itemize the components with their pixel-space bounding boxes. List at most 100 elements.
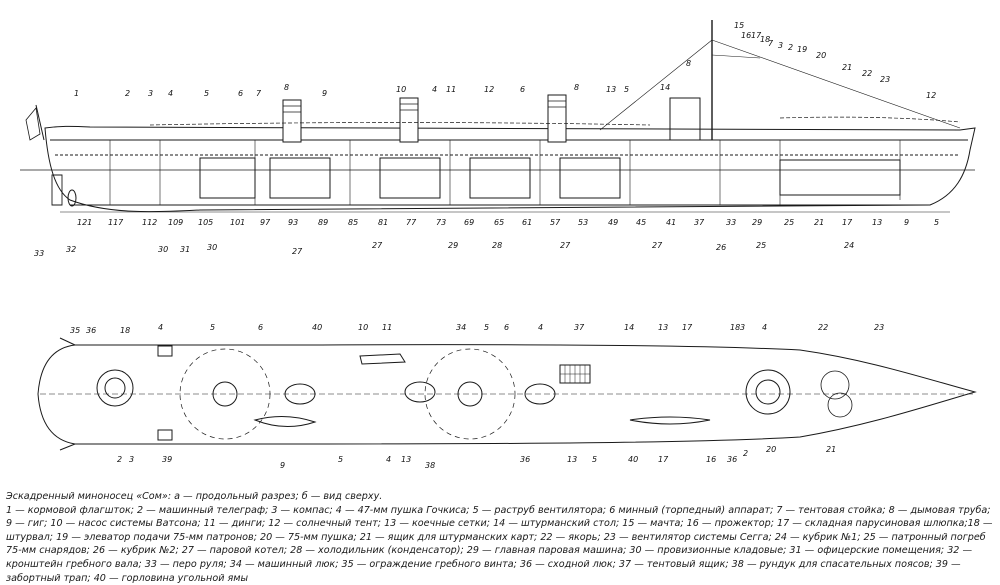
funnel-top-aft [284, 383, 316, 405]
longitudinal-section [20, 20, 976, 213]
plan-callout-label: 35 [70, 326, 80, 335]
plan-lower-label: 17 [658, 455, 669, 464]
ensign-staff [35, 104, 45, 141]
frame-number: 65 [494, 218, 504, 227]
profile-callout-label: 1 [74, 89, 79, 98]
plan-callout-label: 40 [312, 323, 322, 332]
plan-lower-label: 36 [727, 455, 737, 464]
dinghy [359, 353, 406, 365]
funnel-middle [399, 97, 419, 143]
funnel-top-middle [404, 381, 436, 403]
plan-callout-label: 34 [456, 323, 466, 332]
plan-callout-label: 6 [504, 323, 509, 332]
plan-callout-label: 4 [158, 323, 163, 332]
plan-callout-label: 37 [574, 323, 585, 332]
plan-lower-label: 38 [425, 461, 435, 470]
profile-callout-label: 8 [574, 83, 579, 92]
profile-lower-label: 27 [560, 241, 571, 250]
plan-lower-label: 2 [743, 449, 748, 458]
frame-number: 69 [464, 218, 474, 227]
plan-callout-label: 11 [382, 323, 392, 332]
frame-number: 101 [230, 218, 245, 227]
folding-boat [629, 416, 711, 425]
profile-lower-label: 31 [180, 245, 190, 254]
plan-callout-label: 36 [86, 326, 96, 335]
profile-callout-label: 21 [842, 63, 852, 72]
profile-lower-label: 26 [716, 243, 726, 252]
profile-callout-label: 17 [751, 31, 762, 40]
funnel-top-forward [524, 383, 556, 405]
profile-callout-label: 6 [520, 85, 525, 94]
plan-view [37, 337, 977, 451]
frame-number: 105 [198, 218, 213, 227]
frame-number: 61 [522, 218, 532, 227]
anchor-fan-1 [820, 370, 850, 400]
profile-callout-label: 10 [396, 85, 406, 94]
profile-callout-label: 6 [238, 89, 243, 98]
profile-callout-label: 2 [788, 43, 793, 52]
frame-number: 85 [348, 218, 358, 227]
frame-number: 45 [636, 218, 646, 227]
plan-lower-label: 9 [280, 461, 285, 470]
plan-callout-label: 5 [484, 323, 489, 332]
profile-callout-label: 4 [432, 85, 437, 94]
plan-callout-label: 10 [358, 323, 368, 332]
funnel-aft [282, 99, 302, 143]
profile-callout-label: 16 [741, 31, 751, 40]
profile-lower-label: 30 [207, 243, 217, 252]
plan-callout-label: 4 [762, 323, 767, 332]
profile-lower-label: 27 [652, 241, 663, 250]
frame-number: 25 [784, 218, 794, 227]
plan-callout-label: 5 [210, 323, 215, 332]
frame-number: 9 [904, 218, 909, 227]
profile-callout-label: 7 [768, 39, 774, 48]
profile-lower-label: 30 [158, 245, 168, 254]
plan-lower-label: 16 [706, 455, 716, 464]
propeller-guard [59, 337, 76, 451]
plan-callout-label: 18 [730, 323, 740, 332]
profile-lower-label: 32 [66, 245, 76, 254]
deck-outline [37, 344, 977, 445]
frame-number: 112 [142, 218, 157, 227]
frame-number: 29 [752, 218, 762, 227]
plan-lower-label: 39 [162, 455, 172, 464]
profile-callout-label: 9 [322, 89, 327, 98]
profile-callout-label: 3 [778, 41, 783, 50]
frame-number: 17 [842, 218, 853, 227]
plan-callout-label: 3 [740, 323, 745, 332]
profile-callout-label: 3 [148, 89, 153, 98]
frame-number: 49 [608, 218, 618, 227]
rudder [51, 174, 63, 206]
profile-lower-label: 29 [448, 241, 458, 250]
boiler-3 [469, 157, 531, 199]
plan-callout-label: 18 [120, 326, 130, 335]
frame-number: 21 [814, 218, 824, 227]
plan-callout-label: 6 [258, 323, 263, 332]
frame-number: 121 [77, 218, 92, 227]
frame-number: 13 [872, 218, 882, 227]
anchor-fan-2 [827, 392, 853, 418]
profile-callout-label: 5 [204, 89, 209, 98]
profile-callout-label: 11 [446, 85, 456, 94]
frame-number: 57 [550, 218, 561, 227]
plan-lower-label: 20 [766, 445, 776, 454]
frame-number: 77 [406, 218, 417, 227]
frame-number: 73 [436, 218, 446, 227]
propeller [67, 189, 77, 207]
profile-callout-label: 18 [760, 35, 770, 44]
profile-lower-label: 25 [756, 241, 766, 250]
profile-lower-label: 33 [34, 249, 44, 258]
plan-lower-label: 40 [628, 455, 638, 464]
caption: Эскадренный миноносец «Сом»: а — продоль… [6, 490, 994, 585]
profile-callout-label: 4 [168, 89, 173, 98]
profile-callout-label: 19 [797, 45, 807, 54]
caption-title: Эскадренный миноносец «Сом»: а — продоль… [6, 491, 383, 502]
boiler-2 [379, 157, 441, 199]
profile-callout-label: 14 [660, 83, 670, 92]
plan-lower-label: 13 [567, 455, 577, 464]
profile-lower-label: 24 [844, 241, 854, 250]
torpedo-tube-aft [179, 348, 271, 440]
profile-callout-label: 5 [624, 85, 629, 94]
frame-number: 109 [168, 218, 183, 227]
frame-number: 5 [934, 218, 939, 227]
